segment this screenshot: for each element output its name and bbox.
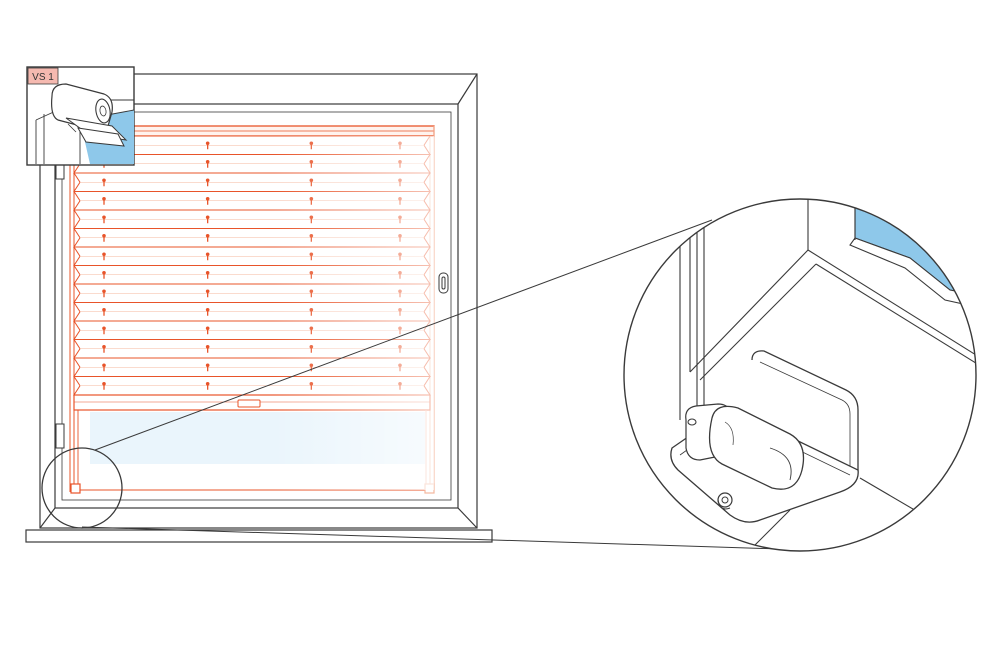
bottom-rail-grip[interactable] bbox=[237, 399, 261, 408]
blind-pleats bbox=[73, 135, 431, 396]
zoom-callout-lines bbox=[81, 219, 781, 550]
inset-badge-label: VS 1 bbox=[32, 72, 54, 83]
window-handle bbox=[438, 272, 449, 294]
inset-vs1: VS 1 bbox=[26, 66, 135, 166]
glass-pane bbox=[90, 412, 425, 464]
zoom-detail bbox=[623, 198, 977, 552]
bottom-fixing-right bbox=[424, 483, 435, 494]
window-hinges bbox=[55, 164, 65, 449]
inset-badge bbox=[27, 67, 59, 85]
window-sill bbox=[25, 529, 493, 543]
bottom-fixing-left bbox=[70, 483, 81, 494]
zoom-source-circle bbox=[41, 447, 123, 529]
window-frame bbox=[39, 73, 478, 529]
